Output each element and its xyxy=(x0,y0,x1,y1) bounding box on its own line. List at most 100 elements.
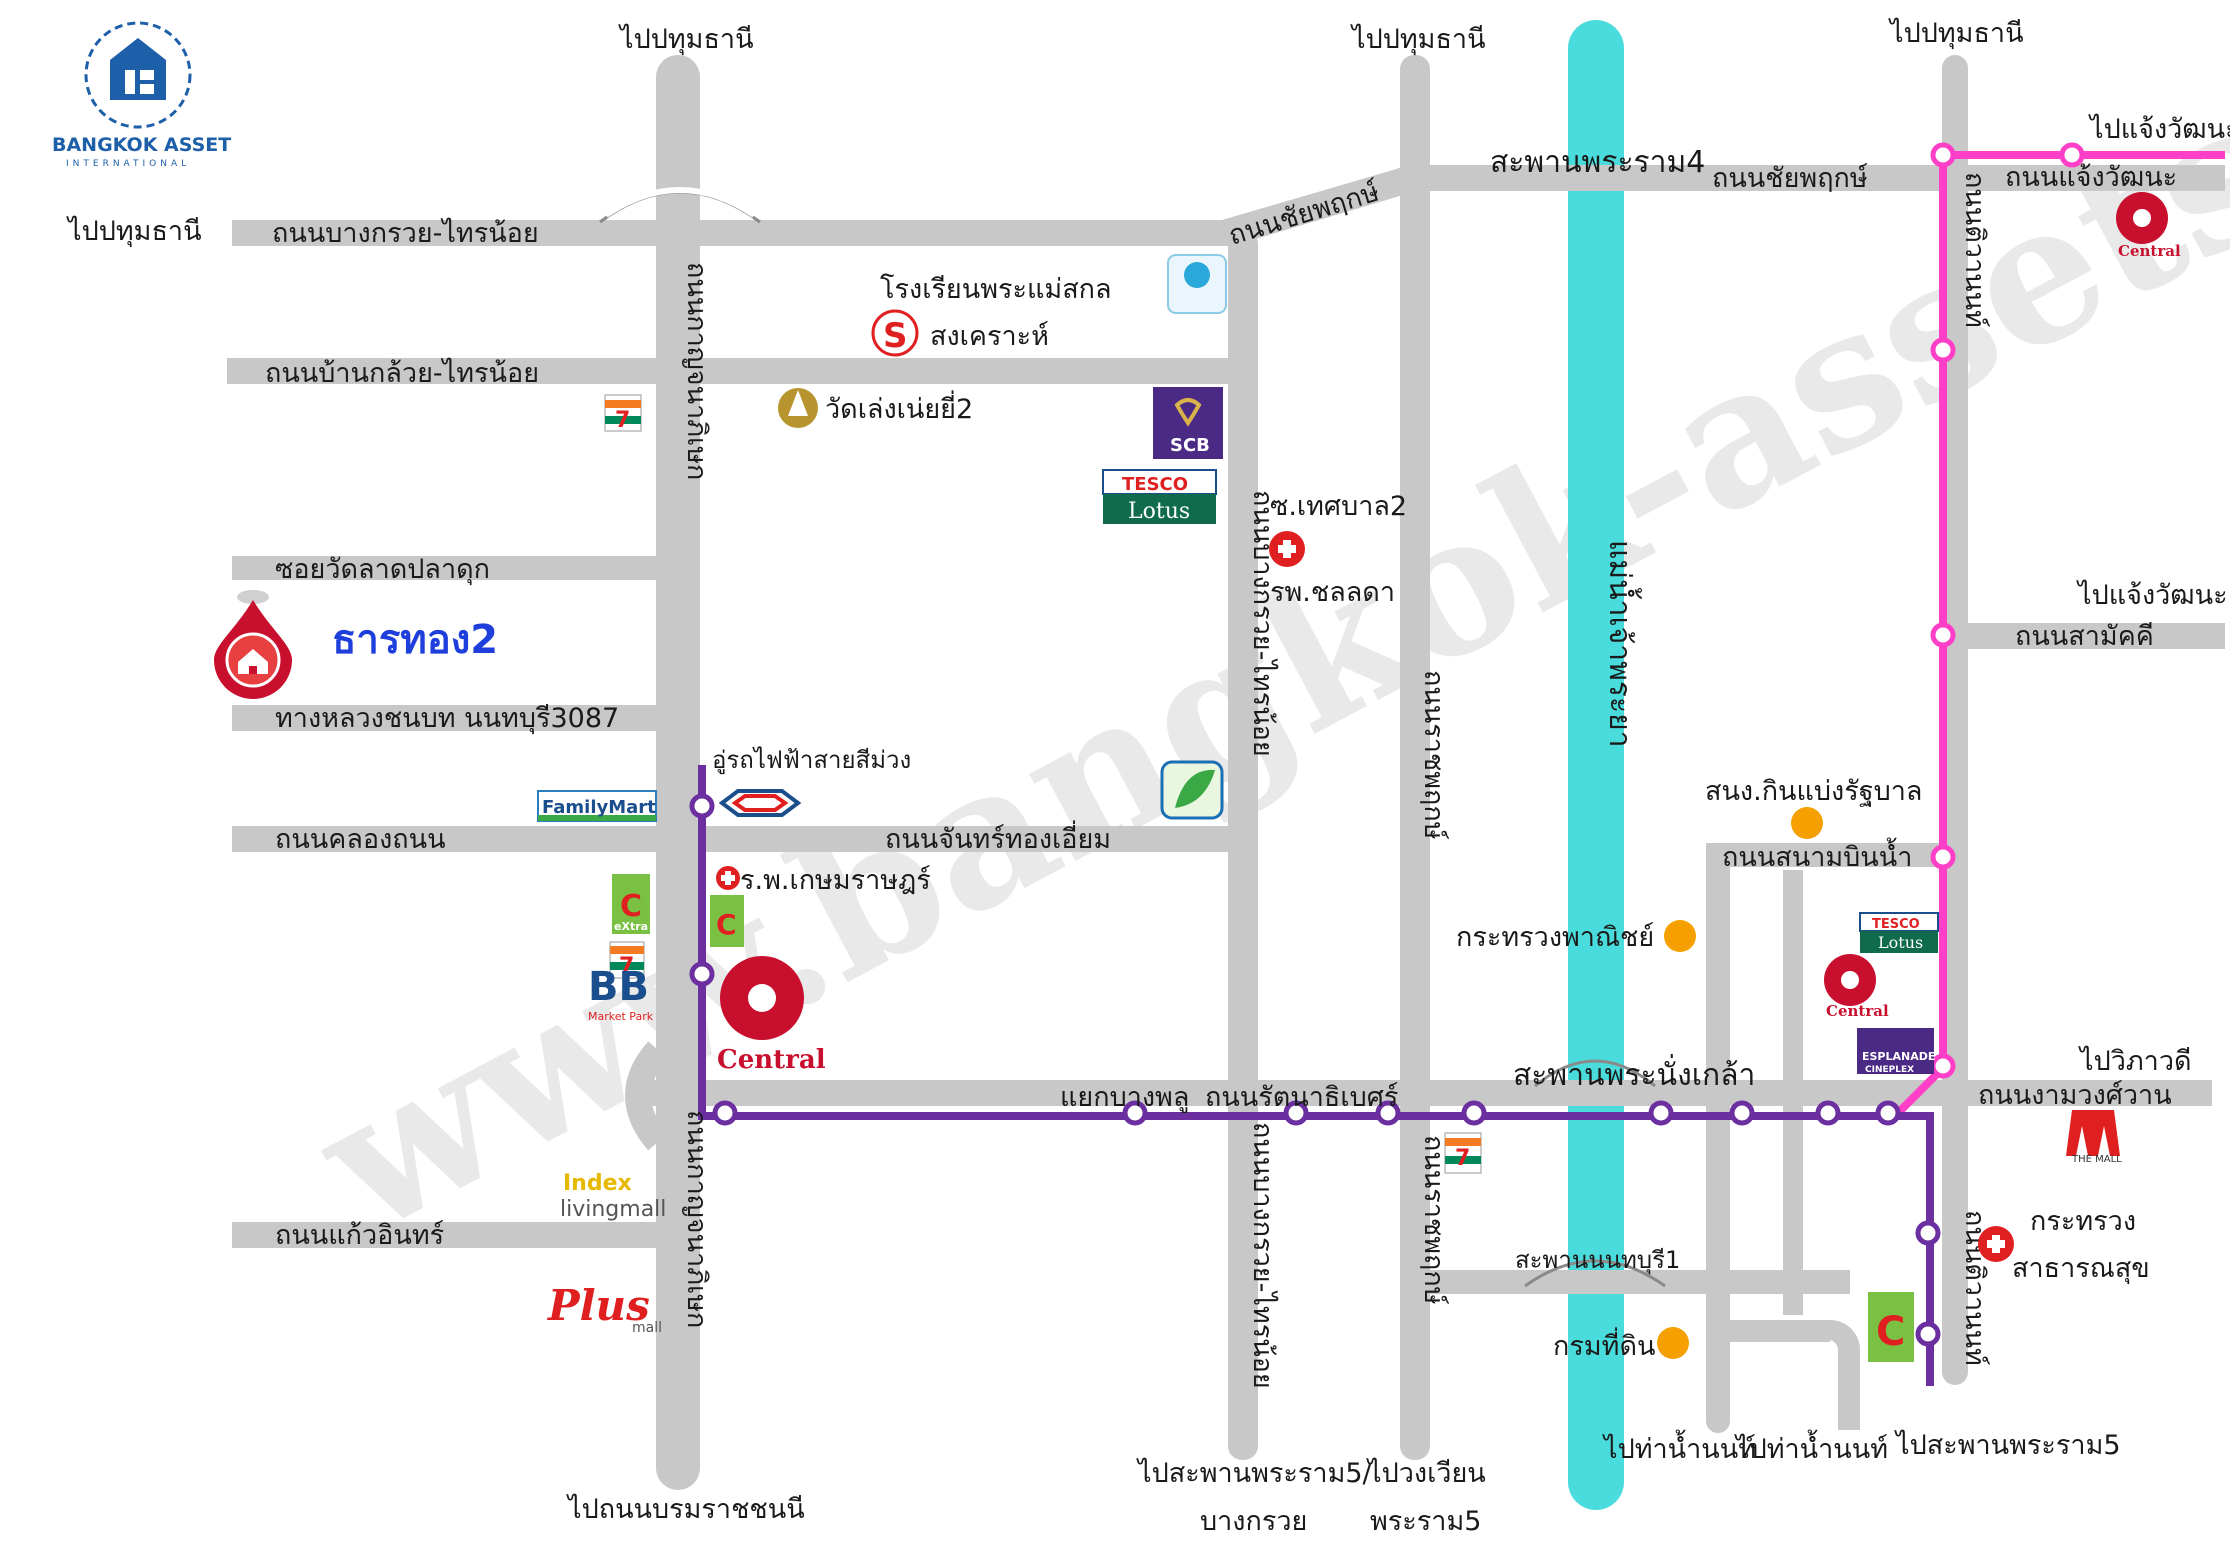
label-yaek-bangphlu: แยกบางพลู xyxy=(1060,1082,1189,1113)
label-land-dept: กรมที่ดิน xyxy=(1553,1327,1655,1362)
svg-text:7: 7 xyxy=(619,954,634,979)
label-road-ngamwongwan: ถนนงามวงศ์วาน xyxy=(1978,1079,2172,1111)
label-road-highway-3087: ทางหลวงชนบท นนทบุรี3087 xyxy=(275,703,619,735)
label-dir-pathum-3: ไปปทุมธานี xyxy=(1888,18,2024,50)
hospital-public-health-icon xyxy=(1978,1226,2014,1262)
bank-icon-mark xyxy=(1184,262,1210,288)
brand-logo xyxy=(84,21,192,129)
plus-mall-logo: Plus mall xyxy=(547,1281,662,1336)
label-road-kanchanaphisek-bottom: ถนนกาญจนาภิเษก xyxy=(681,1110,712,1328)
label-road-bangkruai-srinoi: ถนนบางกรวย-ไทรน้อย xyxy=(272,218,539,249)
bridge-kanchanaphisek-2 xyxy=(604,187,756,218)
svg-text:Plus: Plus xyxy=(547,1281,650,1330)
svg-text:7: 7 xyxy=(1455,1146,1470,1171)
index-livingmall-logo: Index livingmall xyxy=(560,1171,666,1222)
label-dir-tha-nam-2: ไปท่าน้ำนนท์ xyxy=(1734,1429,1888,1465)
label-road-bangkruai-srinoi-v-bottom: ถนนบางกรวย-ไทรน้อย xyxy=(1247,1122,1278,1389)
label-road-rattanathibet: ถนนรัตนาธิเบศร์ xyxy=(1205,1081,1398,1113)
label-dir-tha-nam-1: ไปท่าน้ำนนท์ xyxy=(1602,1429,1756,1465)
svg-text:Central: Central xyxy=(1826,1002,1889,1020)
svg-text:FamilyMart: FamilyMart xyxy=(542,797,656,818)
svg-text:eXtra: eXtra xyxy=(614,920,648,933)
hospital-kasemrad-icon xyxy=(716,866,740,890)
svg-text:C: C xyxy=(716,908,737,941)
road-soi-wat-ladpladuk xyxy=(232,556,665,580)
label-road-bankluay-srinoi: ถนนบ้านกล้วย-ไทรน้อย xyxy=(265,358,539,389)
label-temple: วัดเล่งเน่ยยี่2 xyxy=(825,390,973,425)
label-dir-chaeng-mid: ไปแจ้งวัฒนะ xyxy=(2076,580,2228,611)
svg-text:Central: Central xyxy=(717,1045,826,1075)
label-dir-rama5-bridge: ไปสะพานพระราม5 xyxy=(1894,1430,2121,1461)
label-dir-pathum-2: ไปปทุมธานี xyxy=(1350,24,1486,56)
station-purple xyxy=(1729,1100,1755,1126)
central-logo-topright: Central xyxy=(2116,192,2181,260)
road-khlong-thanon xyxy=(232,826,1235,852)
road-bankluay-srinoi xyxy=(227,358,1235,384)
project-marker-icon xyxy=(214,590,292,699)
svg-text:Market Park: Market Park xyxy=(588,1010,654,1023)
road-kaew-in xyxy=(232,1222,665,1248)
bigc-logo-right: C xyxy=(1868,1292,1914,1362)
label-purple-line-depot: อู่รถไฟฟ้าสายสีม่วง xyxy=(712,746,911,775)
label-road-tiwanon-top: ถนนติวานนท์ xyxy=(1959,172,1991,328)
svg-text:livingmall: livingmall xyxy=(560,1197,666,1222)
poi-govt-lottery xyxy=(1791,807,1823,839)
station-pink xyxy=(1930,844,1956,870)
the-mall-logo: THE MALL xyxy=(2066,1110,2122,1165)
road-bangkruai-srinoi xyxy=(232,220,1256,246)
svg-text:Central: Central xyxy=(2118,242,2181,260)
road-chaiyaphruek-top xyxy=(1410,165,2225,191)
roads xyxy=(227,55,2225,1490)
chao-phraya-river xyxy=(1568,20,1624,1510)
svg-text:TESCO: TESCO xyxy=(1872,917,1920,932)
road-samakkhi xyxy=(1955,623,2225,649)
label-road-sanambinnam: ถนนสนามบินน้ำ xyxy=(1722,837,1912,873)
station-pink xyxy=(1930,1053,1956,1079)
svg-text:ESPLANADE: ESPLANADE xyxy=(1862,1050,1935,1063)
label-road-kanchanaphisek-top: ถนนกาญจนาภิเษก xyxy=(681,262,712,480)
label-dir-rama5-bangkruai-2: บางกรวย xyxy=(1200,1506,1307,1537)
label-bridge-nonthaburi1: สะพานนนทบุรี1 xyxy=(1515,1246,1680,1275)
central-logo-mid: Central xyxy=(1824,954,1889,1020)
svg-text:TESCO: TESCO xyxy=(1122,474,1188,495)
road-tiwanon xyxy=(1942,55,1968,1385)
label-road-bangkruai-srinoi-v-top: ถนนบางกรวย-ไทรน้อย xyxy=(1247,490,1278,757)
label-kasemrad: ร.พ.เกษมราษฎร์ xyxy=(740,864,931,896)
kanchanaphisek-interchange xyxy=(625,1041,669,1151)
svg-text:Lotus: Lotus xyxy=(1128,499,1190,524)
road-tha-nam-curve xyxy=(1790,1320,1860,1430)
bridges xyxy=(599,187,1666,1288)
label-bridge-phra-nang-klao: สะพานพระนั่งเกล้า xyxy=(1513,1054,1755,1093)
hospital-chonlada-icon xyxy=(1269,531,1305,567)
svg-text:mall: mall xyxy=(632,1320,662,1336)
station-purple xyxy=(1283,1100,1309,1126)
label-dir-ring-rama5-2: พระราม5 xyxy=(1370,1506,1481,1537)
esplanade-logo: ESPLANADE CINEPLEX xyxy=(1857,1028,1935,1075)
purple-line xyxy=(698,765,1934,1386)
bigc-extra-logo: C eXtra xyxy=(612,874,650,934)
stations xyxy=(689,142,2085,1347)
svg-text:BB: BB xyxy=(588,964,649,1010)
label-road-chanthongiam: ถนนจันทร์ทองเอี่ยม xyxy=(885,820,1111,855)
purple-line-depot-icon xyxy=(718,789,802,817)
svg-text:C: C xyxy=(1876,1309,1905,1355)
seven-eleven-logo: 7 xyxy=(604,394,642,433)
central-logo-big: Central xyxy=(717,956,826,1075)
label-road-chaengwattana: ถนนแจ้งวัฒนะ xyxy=(2005,162,2177,193)
label-school-1: โรงเรียนพระแม่สกล xyxy=(880,274,1112,305)
svg-text:SCB: SCB xyxy=(1170,435,1210,456)
label-dir-ring-rama5-1: ไปวงเวียน xyxy=(1366,1458,1486,1489)
label-river: แม่น้ำเจ้าพระยา xyxy=(1602,540,1642,748)
road-ratchaphruek xyxy=(1400,55,1430,1460)
bridge-phra-nang-klao xyxy=(1534,1059,1656,1088)
svg-text:THE MALL: THE MALL xyxy=(2071,1154,2122,1165)
label-dir-borommaratchachonnani: ไปถนนบรมราชชนนี xyxy=(566,1494,805,1525)
label-road-chaiyaphruek-right: ถนนชัยพฤกษ์ xyxy=(1712,162,1868,194)
station-purple xyxy=(1915,1321,1941,1347)
road-sanambinnam-vertical xyxy=(1706,843,1730,1433)
svg-text:S: S xyxy=(883,316,908,356)
label-road-samakkhi: ถนนสามัคคี xyxy=(2015,621,2154,652)
label-commerce: กระทรวงพาณิชย์ xyxy=(1456,921,1654,953)
tesco-lotus-logo-right: TESCO Lotus xyxy=(1859,912,1939,953)
